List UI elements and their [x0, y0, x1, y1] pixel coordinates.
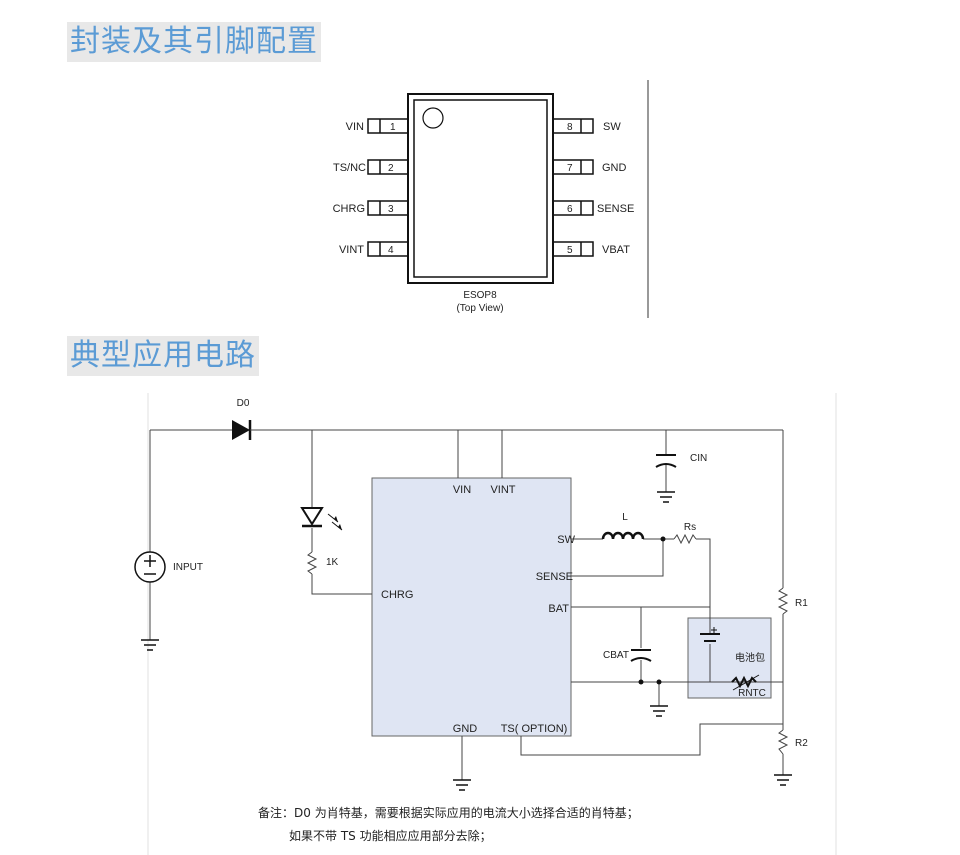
note-line-1: 备注：D0 为肖特基，需要根据实际应用的电流大小选择合适的肖特基； — [258, 805, 639, 820]
junction-dots — [638, 536, 666, 685]
package-body-inner — [413, 99, 548, 278]
note-line-2: 如果不带 TS 功能相应应用部分去除； — [289, 828, 492, 843]
package-caption: ESOP8 — [463, 290, 497, 301]
left-pin-2: 2 TS/NC — [333, 159, 409, 175]
ic-pin-ts: TS( OPTION) — [501, 723, 568, 735]
pin-number: 7 — [567, 163, 573, 174]
battery-cell-icon — [700, 627, 720, 642]
pin-label: SW — [603, 121, 621, 133]
ground-icon-r2 — [774, 774, 792, 786]
rntc-thermistor-icon — [731, 674, 760, 691]
cin-capacitor-icon — [655, 454, 677, 468]
ground-icon-input — [141, 639, 159, 651]
rs-resistor-icon — [673, 533, 697, 545]
left-pin-3: 3 CHRG — [333, 200, 409, 216]
pin-number: 3 — [388, 204, 394, 215]
inductor-label: L — [622, 512, 628, 523]
pin1-marker-icon — [422, 107, 444, 129]
rntc-label: RNTC — [738, 688, 766, 699]
pin-number: 1 — [390, 122, 396, 133]
pin-label: TS/NC — [333, 162, 366, 174]
package-section-title: 封装及其引脚配置 — [67, 22, 321, 62]
ground-icon-ic — [453, 779, 471, 791]
ic-pin-chrg: CHRG — [381, 589, 413, 601]
package-view-caption: (Top View) — [456, 303, 503, 314]
d0-label: D0 — [237, 398, 250, 409]
led-icon — [300, 507, 343, 531]
right-pin-8: 8 SW — [552, 118, 621, 134]
pin-label: GND — [602, 162, 627, 174]
ic-pin-vint: VINT — [490, 484, 515, 496]
pin-number: 8 — [567, 122, 573, 133]
d0-diode-icon — [222, 420, 260, 440]
pin-number: 5 — [567, 245, 573, 256]
ic-pin-sw: SW — [557, 534, 575, 546]
inductor-icon — [601, 531, 645, 540]
cin-label: CIN — [690, 453, 707, 464]
left-pin-1: 1 VIN — [346, 118, 409, 134]
ic-pin-gnd: GND — [453, 723, 478, 735]
r2-resistor-icon — [777, 729, 789, 755]
ic-pin-vin: VIN — [453, 484, 471, 496]
pin-label: VIN — [346, 121, 364, 133]
resistor-1k-label: 1K — [326, 557, 339, 568]
ground-icon-cbat — [650, 705, 668, 717]
resistor-1k-icon — [306, 551, 318, 575]
pin-number: 4 — [388, 245, 394, 256]
input-label: INPUT — [173, 562, 203, 573]
right-pin-5: 5 VBAT — [552, 241, 630, 257]
r2-label: R2 — [795, 738, 808, 749]
right-pin-6: 6 SENSE — [552, 200, 634, 216]
circuit-wires — [149, 429, 784, 780]
ic-pin-sense: SENSE — [536, 571, 573, 583]
pin-number: 2 — [388, 163, 394, 174]
package-pinout-diagram: 1 VIN 2 TS/NC 3 CHRG 4 VINT 8 SW 7 GND 6… — [333, 80, 649, 318]
circuit-section-title: 典型应用电路 — [67, 336, 259, 376]
application-circuit-diagram: VIN VINT SW SENSE BAT CHRG GND TS( OPTIO… — [134, 393, 837, 855]
r1-label: R1 — [795, 598, 808, 609]
ground-icon-cin — [657, 491, 675, 503]
ic-pin-bat: BAT — [548, 603, 569, 615]
r1-resistor-icon — [777, 587, 789, 615]
cbat-capacitor-icon — [630, 649, 652, 662]
rs-label: Rs — [684, 522, 696, 533]
charger-ic-block — [371, 477, 572, 737]
right-pin-7: 7 GND — [552, 159, 627, 175]
pin-label: VINT — [339, 244, 364, 256]
input-source-icon — [134, 551, 166, 583]
pin-label: SENSE — [597, 203, 634, 215]
pin-label: VBAT — [602, 244, 630, 256]
battery-pack-label: 电池包 — [735, 651, 765, 664]
cbat-label: CBAT — [603, 650, 629, 661]
left-pin-4: 4 VINT — [339, 241, 409, 257]
battery-pack-block — [687, 617, 772, 699]
pin-number: 6 — [567, 204, 573, 215]
pin-label: CHRG — [333, 203, 365, 215]
